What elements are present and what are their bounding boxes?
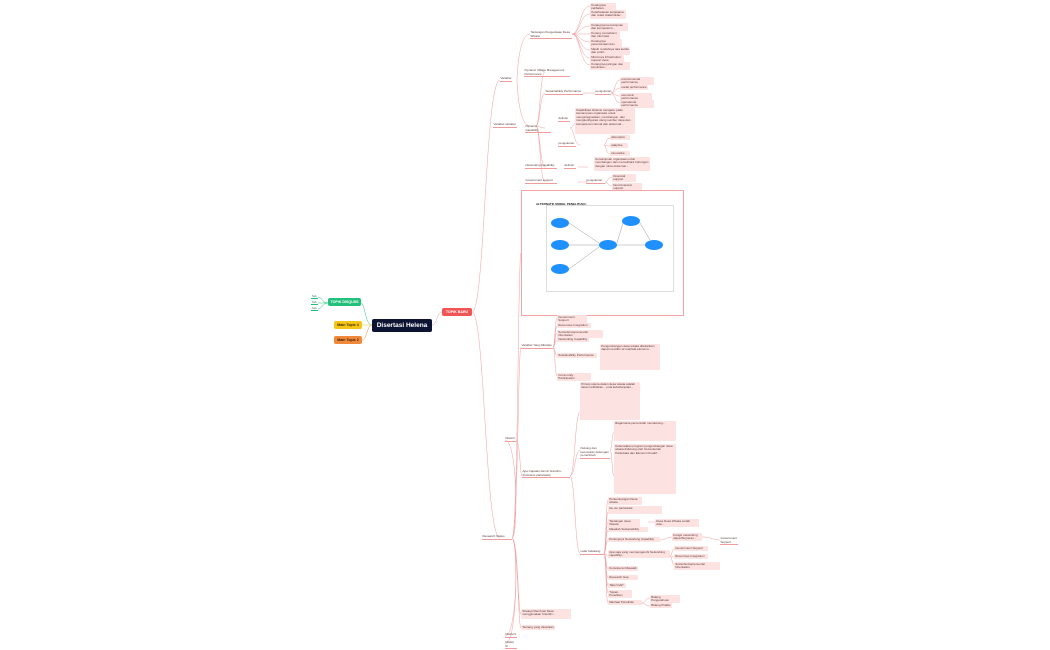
dibahas-item[interactable]: Government Support [557,315,587,324]
node-dynamic[interactable]: Dynamic Capability [525,124,551,134]
dynamic-item[interactable]: absorptive [610,135,630,140]
sustainability-item[interactable]: environmental performance [620,77,654,86]
latar-item[interactable]: Research Gap [608,575,638,580]
government-item[interactable]: Non Financial support [612,183,642,192]
dibahas-item[interactable]: Community Participation [557,373,591,382]
figure-variable: VAR [551,218,569,228]
main-topic-disquss[interactable]: TOPIK DISQUSS [328,298,361,306]
node-tantangan[interactable]: Tantangan Pengelolaan Desa Wisata [530,30,572,40]
sdm-note[interactable]: Desa Desa Wisata sudah Ada... [655,519,699,528]
latar-item[interactable]: Perkembangan Desa wisata [608,497,642,506]
figure-variable: VAR [622,216,640,226]
sustainability-item[interactable]: economic performance [620,93,652,102]
latar-item[interactable]: Isu-isu pariwisata [608,506,662,514]
model-figure: ALTERNATIF MODEL PENELITIAN I VAR VAR VA… [521,190,684,316]
node-model-1[interactable]: Model I [505,436,516,442]
tantangan-item[interactable]: Kurang memahami dan informasi [590,31,620,40]
main-topic-4[interactable]: Main Topic 4 [334,321,362,329]
dynamic-definisi[interactable]: Kapabilitas dinamis mengacu pada kemampu… [575,108,635,134]
dynamic-item[interactable]: innovative [610,151,630,156]
node-government[interactable]: Government support [525,178,557,184]
dynamic-pengukuran-label[interactable]: pengukuran [558,141,576,147]
figure-variable: VAR [551,264,569,274]
latar-item[interactable]: Konsistensi Masalah [608,565,638,571]
branch-variabel[interactable]: Variabel [500,76,512,82]
tantangan-item[interactable]: Kurangnya pelibatan... [590,3,616,12]
node-apa-capaian[interactable]: Apa Capaian dan di brand/in... (business… [522,469,570,478]
node-model-2[interactable]: Model II [505,632,517,638]
dibahas-item[interactable]: Networking Capability [557,336,589,342]
dukung-1[interactable]: Bagaimana pemerintah mendukung... [614,421,676,441]
disquss-sub-2[interactable]: Sub [311,301,318,305]
dukung-2[interactable]: Keberadaan program pengembangan desa wis… [614,444,676,494]
figure-variable: VAR [551,240,569,250]
figure-title: ALTERNATIF MODEL PENELITIAN I [536,202,587,206]
latar-item[interactable]: Apa saja yang mempengaruhi Networking ca… [608,550,670,558]
node-gap[interactable]: Tentang yang diusulkan [521,624,555,630]
node-latar[interactable]: Latar belakang [580,549,604,555]
latar-item[interactable]: Manfaat Penelitian [608,600,642,605]
latar-item[interactable]: Tantangan desa Wisata [608,519,640,528]
latar-item[interactable]: Masalah Sustainability [608,527,648,532]
figure-arrows [568,222,651,270]
sustainability-item[interactable]: operational performance [620,100,654,109]
disquss-sub-1[interactable]: Sub [311,295,318,299]
tantangan-item[interactable]: Minimnya infrastruktur support desa [590,55,624,64]
node-variabel-variabel[interactable]: Variabel variabel [493,122,517,128]
node-sustainability[interactable]: Sustainability Performance [545,89,583,95]
node-variabel-dibahas[interactable]: Variabel Yang Dibahas [521,343,553,349]
networking-definisi[interactable]: Kemampuan organisasi untuk membangun dan… [594,157,650,171]
figure-variable: VAR [599,240,617,250]
gov-item[interactable]: Resources Integration [674,554,708,559]
dynamic-item[interactable]: adaptive [610,143,628,148]
gov-item[interactable]: Government Support [674,546,708,551]
mediasi-note[interactable]: Fungsi networking dapat Berperan... [672,533,702,541]
main-topic-2[interactable]: Main Topic 2 [334,336,362,344]
figure-variable: VAR [645,240,663,250]
tantangan-item[interactable]: Kurangnya kemampuan dan kompetensi... [590,23,628,32]
latar-item[interactable]: Tabel GAP [608,583,626,588]
latar-item[interactable]: Tujuan Penelitian [608,590,632,599]
node-strategi[interactable]: Strategi Membuat Desa menggunakan brand/… [521,609,571,619]
dibahas-item[interactable]: Resources Integration [557,323,591,328]
government-item[interactable]: Financial support [612,174,636,183]
tantangan-item[interactable]: Keterbatasan kerjasama dan relasi stakeh… [590,10,626,19]
node-dukung[interactable]: Dukung dan kecocokan dukungan pemerintah [580,446,610,459]
node-dcm[interactable]: Dynamic Village Management Performance [524,68,570,78]
figure-diagram: VAR VAR VAR VAR VAR VAR [546,205,674,292]
networking-definisi-label[interactable]: definisi [564,163,576,169]
manfaat-item[interactable]: Bidang Pengetahuan [650,595,680,604]
node-networking[interactable]: Networking Capability [525,163,557,169]
dibahas-item[interactable]: Sustainability Performance [557,353,597,358]
disquss-sub-3[interactable]: Sub [311,307,318,311]
gov-item[interactable]: Social Entrepreneurial Orientation [674,562,720,571]
sustainability-note[interactable]: Pengembangan desa wisata ditekankan dapa… [600,344,660,370]
model1-paragraf[interactable]: Prinsip utama dalam desa wisata adalah d… [580,382,640,420]
dynamic-definisi-label[interactable]: definisi [558,116,570,122]
mediasi-sub[interactable]: Government Support [720,536,738,546]
tantangan-item[interactable]: Kurangnya jaringan dan kemitraan... [590,62,630,71]
dibahas-item[interactable]: Social Entrepreneurial Orientation [557,330,603,339]
central-topic[interactable]: Disertasi Helena [372,319,432,332]
sustainability-item[interactable]: social performance [620,84,648,90]
branch-research[interactable]: Research Status [482,534,512,540]
manfaat-item[interactable]: Bidang Praktis [650,602,672,608]
tantangan-item[interactable]: Masih rendahnya tata kelola dan profil..… [590,46,630,56]
latar-item[interactable]: Pentingnya Networking Capability [608,537,660,542]
government-by[interactable]: pengukuran [586,178,605,184]
node-model-3[interactable]: Model III [505,640,517,650]
sustainability-by[interactable]: pengukuran [595,89,612,95]
main-topic-baru[interactable]: TOPIK BARU [442,308,472,316]
